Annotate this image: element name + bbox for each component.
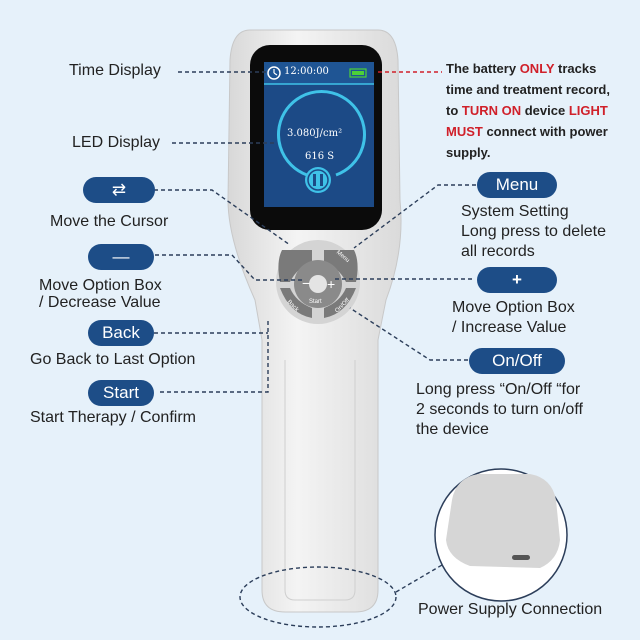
plus-desc-1: Move Option Box (452, 299, 575, 316)
seconds-readout: 616 S (305, 151, 335, 162)
pause-icon (305, 167, 331, 193)
led-display-label: LED Display (72, 134, 161, 151)
menu-desc-2: Long press to delete (461, 223, 606, 240)
time-readout: 12:00:00 (284, 66, 329, 77)
start-pill: Start (88, 380, 154, 406)
menu-desc-3: all records (461, 243, 535, 260)
battery-icon (349, 68, 367, 78)
battery-note: The battery ONLY tracks time and treatme… (446, 61, 610, 160)
plus-desc-2: / Increase Value (452, 319, 567, 336)
minus-icon: — (112, 247, 130, 266)
back-desc: Go Back to Last Option (30, 351, 196, 368)
plus-pill: + (477, 267, 557, 293)
minus-desc-2: / Decrease Value (39, 294, 161, 311)
menu-pill: Menu (477, 172, 557, 198)
plus-icon: + (512, 270, 522, 289)
svg-text:Start: Start (309, 299, 322, 305)
back-pill: Back (88, 320, 154, 346)
time-display-label: Time Display (69, 62, 161, 79)
start-desc: Start Therapy / Confirm (30, 409, 196, 426)
onoff-desc-1: Long press “On/Off “for (416, 381, 581, 398)
energy-readout: 3.080J/cm² (287, 128, 343, 139)
menu-key (324, 250, 358, 282)
svg-text:−: − (302, 275, 310, 291)
clock-icon (267, 66, 281, 80)
power-supply-label: Power Supply Connection (418, 601, 603, 618)
minus-pill: — (88, 244, 154, 270)
onoff-desc-2: 2 seconds to turn on/off (416, 401, 583, 418)
cursor-desc: Move the Cursor (50, 213, 169, 230)
cycle-key (278, 250, 312, 282)
svg-text:+: + (327, 276, 335, 292)
onoff-key (324, 288, 356, 318)
cycle-arrows-icon: ⇄ (111, 180, 127, 199)
back-key (280, 288, 312, 318)
menu-desc-1: System Setting (461, 203, 569, 220)
onoff-pill: On/Off (469, 348, 565, 374)
minus-desc-1: Move Option Box (39, 277, 162, 294)
onoff-desc-3: the device (416, 421, 489, 438)
cursor-pill: ⇄ (83, 177, 155, 203)
